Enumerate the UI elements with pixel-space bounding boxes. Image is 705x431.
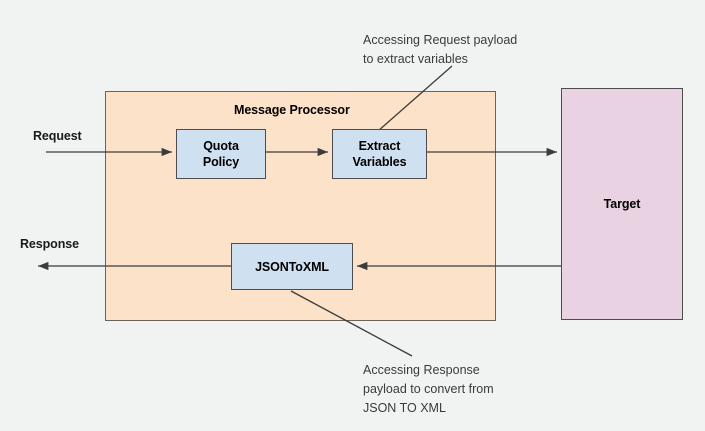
node-target[interactable]: Target (561, 88, 683, 320)
node-target-label: Target (603, 197, 641, 211)
node-extract-variables[interactable]: Extract Variables (332, 129, 427, 179)
annotation-response-payload: Accessing Response payload to convert fr… (363, 361, 494, 417)
node-quota-policy-label-line1: Quota (203, 139, 239, 153)
node-jsontoxml-label: JSONToXML (255, 259, 329, 274)
annotation-request-payload: Accessing Request payload to extract var… (363, 31, 517, 69)
node-extract-variables-label-line1: Extract (358, 139, 401, 153)
annotation-response-payload-line1: Accessing Response (363, 363, 480, 377)
node-quota-policy-label-line2: Policy (202, 155, 240, 169)
annotation-request-payload-line2: to extract variables (363, 51, 468, 66)
leader-line-response-annotation (290, 290, 413, 357)
label-response: Response (20, 237, 79, 251)
message-processor-title: Message Processor (234, 103, 350, 117)
node-extract-variables-label-line2: Variables (352, 155, 407, 169)
annotation-request-payload-line1: Accessing Request payload (363, 33, 518, 47)
label-request: Request (33, 129, 82, 143)
annotation-response-payload-line2: payload to convert from (363, 381, 494, 396)
node-quota-policy[interactable]: Quota Policy (176, 129, 266, 179)
node-jsontoxml[interactable]: JSONToXML (231, 243, 353, 290)
annotation-response-payload-line3: JSON TO XML (363, 400, 446, 415)
leader-line-request-annotation (377, 65, 453, 132)
